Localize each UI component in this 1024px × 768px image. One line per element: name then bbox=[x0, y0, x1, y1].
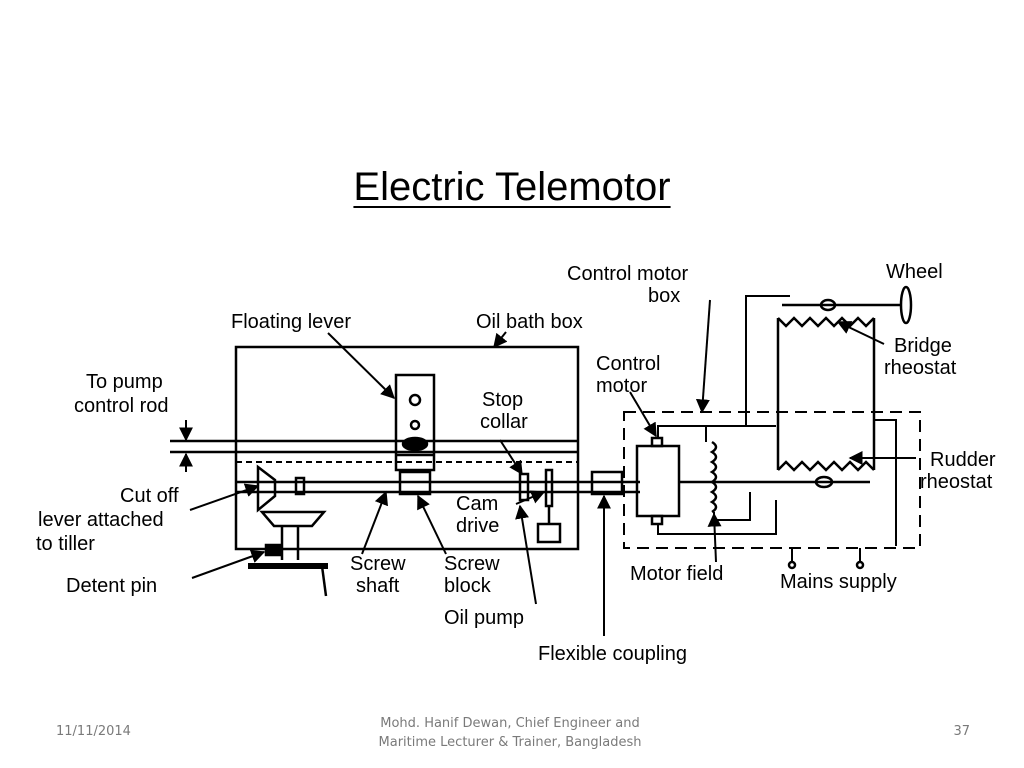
label-screw-shaft-1: Screw bbox=[350, 553, 406, 575]
label-cam-drive-1: Cam bbox=[456, 493, 498, 515]
footer-date: 11/11/2014 bbox=[56, 724, 131, 739]
label-control-motor-2: motor bbox=[596, 375, 647, 397]
label-stop-collar-2: collar bbox=[480, 411, 528, 433]
label-floating-lever: Floating lever bbox=[231, 311, 351, 333]
flexible-coupling-part bbox=[590, 470, 624, 496]
label-oil-bath-box: Oil bath box bbox=[476, 311, 583, 333]
label-mains-supply: Mains supply bbox=[780, 571, 897, 593]
label-screw-block-2: block bbox=[444, 575, 492, 597]
oil-pump-part bbox=[536, 522, 562, 544]
cam-part bbox=[544, 468, 554, 508]
label-rudder-rheostat-1: Rudder bbox=[930, 449, 996, 471]
label-rudder-rheostat-2: rheostat bbox=[920, 471, 993, 493]
footer-author-line-1: Mohd. Hanif Dewan, Chief Engineer and bbox=[380, 716, 640, 731]
control-motor-part bbox=[635, 444, 681, 518]
label-stop-collar-1: Stop bbox=[482, 389, 523, 411]
label-to-pump-2: control rod bbox=[74, 395, 169, 417]
rudder-rheostat-resistor bbox=[777, 460, 875, 472]
handwheel bbox=[259, 510, 327, 528]
label-motor-field: Motor field bbox=[630, 563, 723, 585]
label-cut-off-2: lever attached bbox=[38, 509, 164, 531]
oil-bath-box-outline bbox=[234, 345, 580, 551]
stop-collar-part bbox=[518, 472, 530, 502]
label-detent-pin: Detent pin bbox=[66, 575, 157, 597]
control-motor-box-outline bbox=[623, 411, 921, 549]
label-wheel: Wheel bbox=[886, 261, 943, 283]
label-screw-shaft-2: shaft bbox=[356, 575, 400, 597]
label-control-motor-box-1: Control motor bbox=[567, 263, 688, 285]
label-screw-block-1: Screw bbox=[444, 553, 500, 575]
footer-author-line-2: Maritime Lecturer & Trainer, Bangladesh bbox=[378, 735, 642, 750]
slide-title: Electric Telemotor bbox=[353, 165, 671, 209]
footer-author: Mohd. Hanif Dewan, Chief Engineer and Ma… bbox=[340, 714, 680, 752]
motor-field-coil bbox=[709, 440, 718, 514]
label-bridge-rheostat-1: Bridge bbox=[894, 335, 952, 357]
bridge-rheostat-resistor bbox=[777, 316, 875, 328]
label-bridge-rheostat-2: rheostat bbox=[884, 357, 957, 379]
floating-lever-part bbox=[394, 373, 436, 472]
label-control-motor-box-2: box bbox=[648, 285, 680, 307]
leader-arrows bbox=[179, 299, 916, 636]
label-flexible-coupling: Flexible coupling bbox=[538, 643, 687, 665]
label-cut-off-3: to tiller bbox=[36, 533, 95, 555]
diagram-labels: Control motor box Wheel Floating lever O… bbox=[36, 261, 996, 665]
wheel-part bbox=[899, 285, 913, 325]
label-to-pump-1: To pump bbox=[86, 371, 163, 393]
screw-block-part bbox=[398, 470, 432, 496]
label-oil-pump: Oil pump bbox=[444, 607, 524, 629]
slide-number: 37 bbox=[953, 724, 970, 739]
cut-off-cone bbox=[256, 464, 277, 513]
label-cut-off-1: Cut off bbox=[120, 485, 179, 507]
mechanical-parts bbox=[170, 285, 921, 597]
label-cam-drive-2: drive bbox=[456, 515, 499, 537]
label-control-motor-1: Control bbox=[596, 353, 660, 375]
